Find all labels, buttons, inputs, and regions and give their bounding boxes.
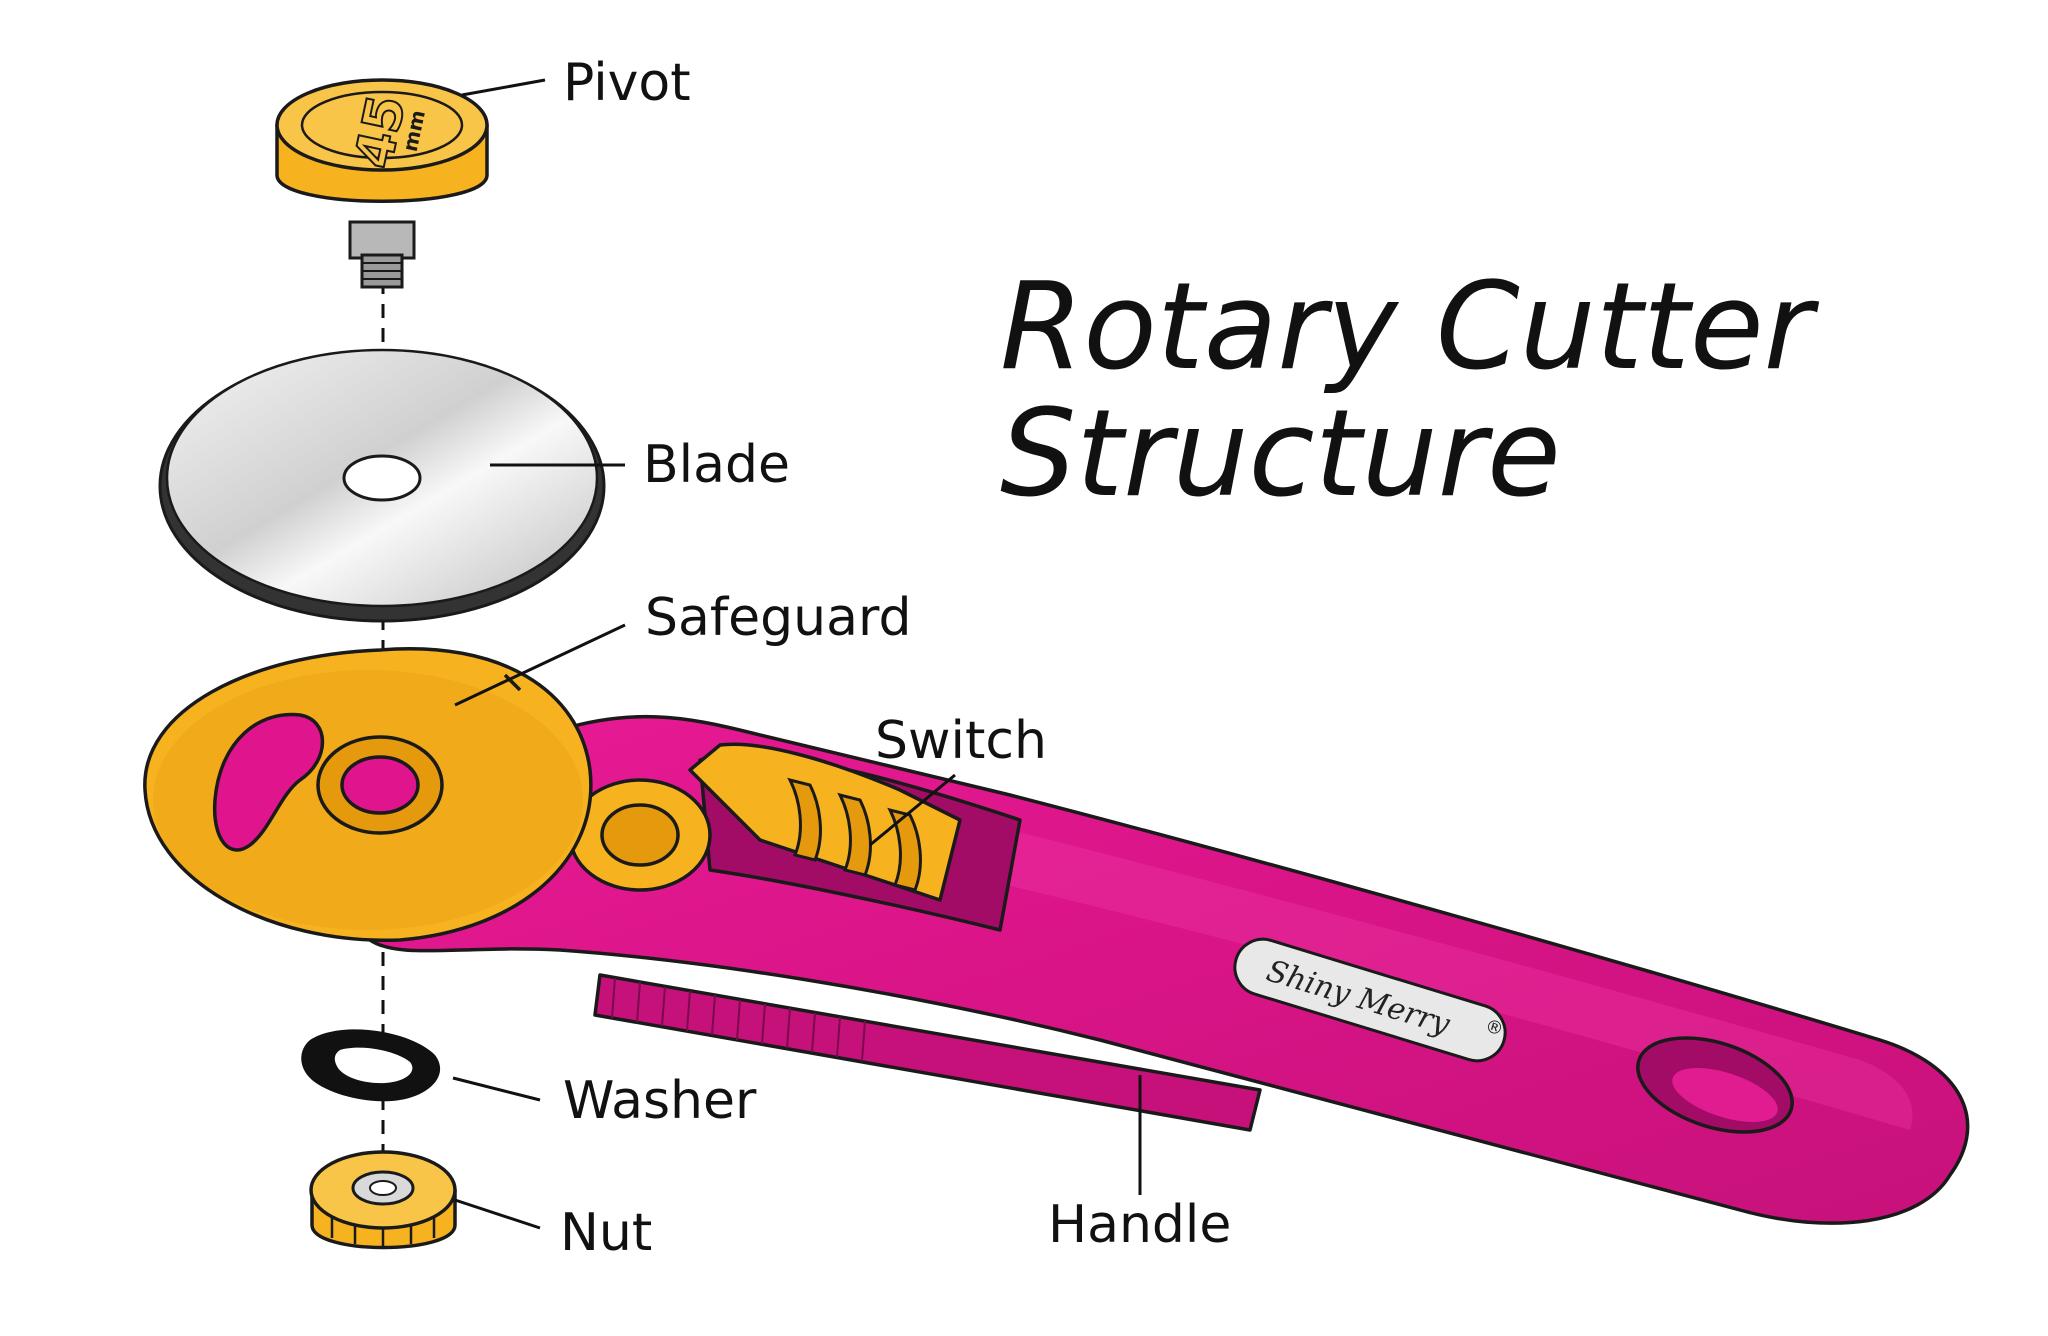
diagram-title-line1: Rotary Cutter	[1000, 258, 1820, 397]
registered-mark: ®	[1483, 1015, 1506, 1040]
washer-leader	[452, 1076, 541, 1102]
switch-part	[568, 742, 962, 902]
pivot-part: 45 mm	[275, 78, 489, 289]
label-pivot: Pivot	[563, 53, 691, 113]
nut-part	[309, 1150, 457, 1250]
blade-part	[158, 348, 606, 623]
label-handle: Handle	[1048, 1195, 1231, 1255]
label-blade: Blade	[643, 435, 790, 495]
switch-leader	[869, 773, 956, 847]
washer-part	[301, 1029, 441, 1102]
label-safeguard: Safeguard	[645, 588, 911, 648]
nut-leader	[454, 1198, 541, 1230]
label-nut: Nut	[560, 1203, 652, 1263]
label-switch: Switch	[875, 711, 1047, 771]
diagram-title-line2: Structure	[1000, 385, 1561, 524]
label-washer: Washer	[563, 1071, 757, 1131]
safeguard-leader	[454, 623, 626, 707]
pivot-leader	[461, 78, 546, 97]
safeguard-part	[143, 647, 593, 942]
